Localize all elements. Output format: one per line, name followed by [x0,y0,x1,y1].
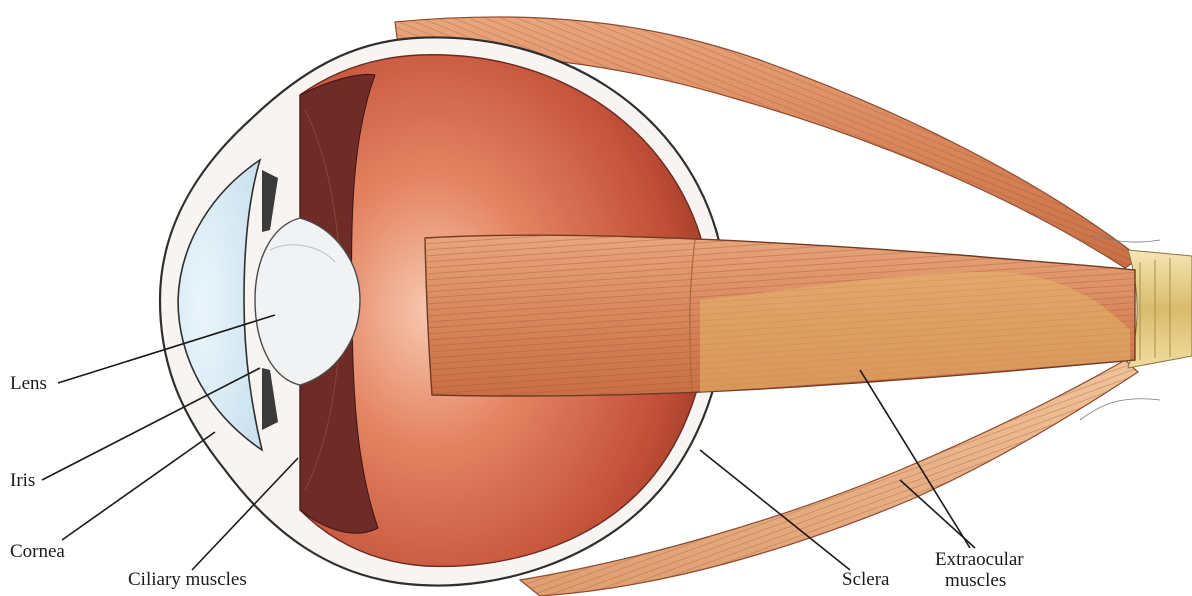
cornea-leader-line [62,432,215,540]
label-sclera: Sclera [842,569,890,590]
label-ciliary-muscles: Ciliary muscles [128,569,247,590]
label-extraocular-line1: Extraocular [935,549,1024,570]
label-extraocular-line2: muscles [945,570,1006,591]
label-lens: Lens [10,373,47,394]
label-iris: Iris [10,470,35,491]
lateral-rectus-muscle [425,235,1135,396]
label-cornea: Cornea [10,541,65,562]
extraocular-leader-line-2 [900,480,975,548]
